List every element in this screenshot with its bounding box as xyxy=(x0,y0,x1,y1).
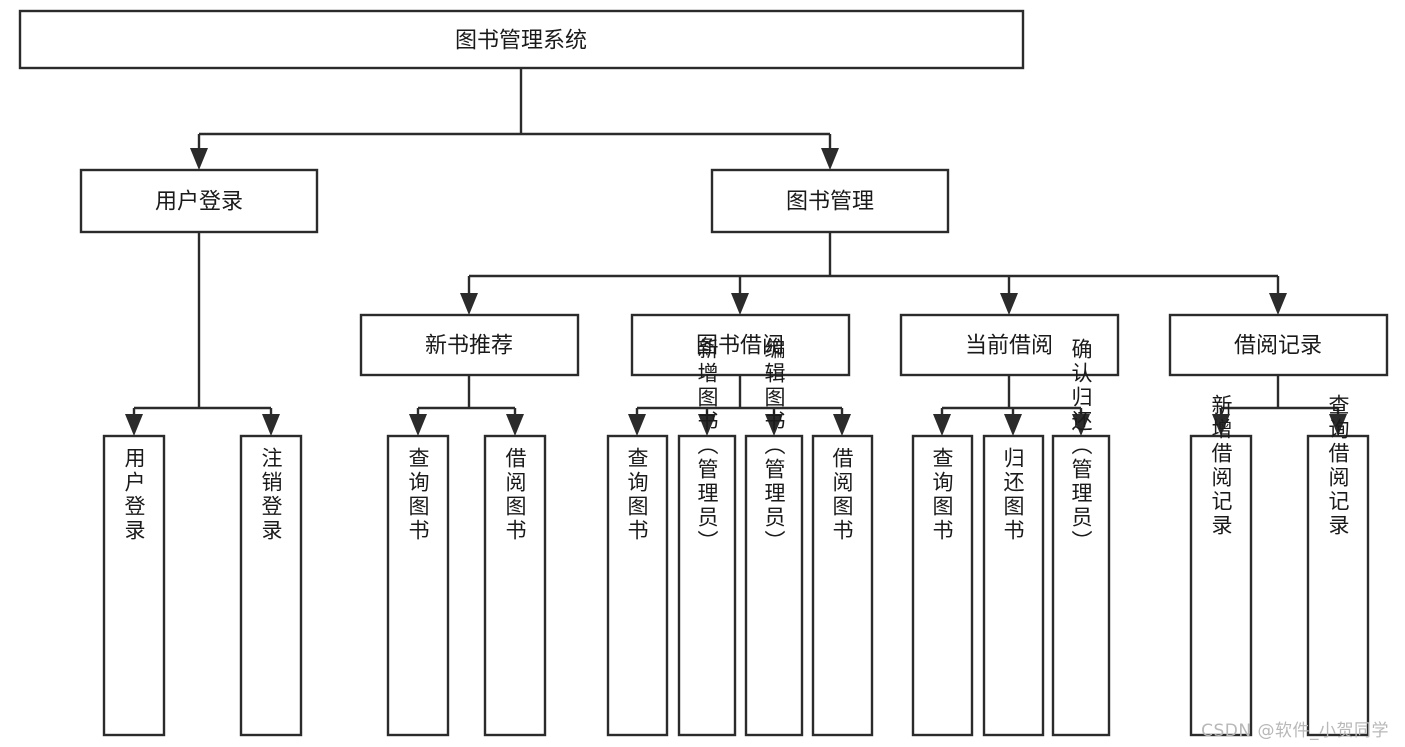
leaf-return-book-label: 归还图书 xyxy=(1001,447,1025,543)
node-book-management[interactable]: 图书管理 xyxy=(710,168,950,234)
edge-user-login-to-leaves xyxy=(132,232,273,421)
node-user-login-label: 用户登录 xyxy=(155,190,243,215)
leaf-user-login-box[interactable] xyxy=(102,434,166,737)
arrowhead-borrow-record xyxy=(1269,293,1287,315)
arrowhead-leaf-query-book-current xyxy=(933,414,951,436)
node-book-borrow-label: 图书借阅 xyxy=(696,334,784,359)
leaf-add-book-admin[interactable]: 新增图书（管理员） xyxy=(677,338,737,737)
leaf-add-book-admin-label: 新增图书（管理员） xyxy=(695,338,719,554)
node-root[interactable]: 图书管理系统 xyxy=(18,9,1025,70)
leaf-query-book-recommend-box[interactable] xyxy=(386,434,450,737)
arrowhead-leaf-edit-book-admin xyxy=(765,414,783,436)
connector-layer xyxy=(125,68,1347,436)
leaf-query-book-borrow-label: 查询图书 xyxy=(625,447,649,543)
arrowhead-leaf-user-login xyxy=(125,414,143,436)
node-new-book-recommend-label: 新书推荐 xyxy=(425,334,513,359)
node-root-label: 图书管理系统 xyxy=(455,29,587,54)
node-current-borrow[interactable]: 当前借阅 xyxy=(899,313,1120,377)
node-current-borrow-label: 当前借阅 xyxy=(965,334,1053,359)
leaf-query-book-current-label: 查询图书 xyxy=(930,447,954,543)
arrowhead-leaf-borrow-book xyxy=(833,414,851,436)
leaf-edit-book-admin-label: 编辑图书（管理员） xyxy=(762,338,786,554)
arrowhead-leaf-return-book xyxy=(1004,414,1022,436)
leaf-add-book-admin-box[interactable] xyxy=(677,434,737,737)
node-root-box[interactable] xyxy=(18,9,1025,70)
leaf-query-book-recommend-label: 查询图书 xyxy=(406,447,430,543)
leaf-add-borrow-record[interactable]: 新增借阅记录 xyxy=(1189,394,1253,737)
edge-borrow-record-to-leaves xyxy=(1219,375,1340,421)
arrowhead-leaf-add-book-admin xyxy=(698,414,716,436)
leaf-add-borrow-record-box[interactable] xyxy=(1189,434,1253,737)
leaf-borrow-book-recommend-label: 借阅图书 xyxy=(503,447,527,543)
arrowhead-leaf-borrow-book-recommend xyxy=(506,414,524,436)
edge-new-book-recommend-to-leaves xyxy=(416,375,517,421)
leaf-query-book-borrow[interactable]: 查询图书 xyxy=(606,434,669,737)
node-book-borrow-box[interactable] xyxy=(630,313,851,377)
node-user-login-box[interactable] xyxy=(79,168,319,234)
leaf-confirm-return-admin-label: 确认归还（管理员） xyxy=(1069,338,1093,554)
node-book-management-label: 图书管理 xyxy=(786,190,874,215)
node-user-login[interactable]: 用户登录 xyxy=(79,168,319,234)
edge-root-to-level2 xyxy=(197,68,832,155)
arrowhead-leaf-query-book-borrow xyxy=(628,414,646,436)
leaf-user-login[interactable]: 用户登录 xyxy=(102,434,166,737)
arrowhead-leaf-add-borrow-record xyxy=(1212,414,1230,436)
leaf-user-logout-box[interactable] xyxy=(239,434,303,737)
node-new-book-recommend[interactable]: 新书推荐 xyxy=(359,313,580,377)
leaf-edit-book-admin-box[interactable] xyxy=(744,434,804,737)
leaf-return-book[interactable]: 归还图书 xyxy=(982,434,1045,737)
leaf-borrow-book[interactable]: 借阅图书 xyxy=(811,434,874,737)
leaf-query-book-current[interactable]: 查询图书 xyxy=(911,434,974,737)
edge-book-management-to-level3 xyxy=(467,232,1280,300)
node-new-book-recommend-box[interactable] xyxy=(359,313,580,377)
leaf-user-login-label: 用户登录 xyxy=(122,447,146,543)
leaf-query-borrow-record-label: 查询借阅记录 xyxy=(1326,394,1350,538)
leaf-confirm-return-admin[interactable]: 确认归还（管理员） xyxy=(1051,338,1111,737)
leaf-edit-book-admin[interactable]: 编辑图书（管理员） xyxy=(744,338,804,737)
leaf-query-book-current-box[interactable] xyxy=(911,434,974,737)
node-borrow-record[interactable]: 借阅记录 xyxy=(1168,313,1389,377)
leaf-query-book-recommend[interactable]: 查询图书 xyxy=(386,434,450,737)
node-borrow-record-label: 借阅记录 xyxy=(1234,334,1322,359)
arrowhead-book-management xyxy=(821,148,839,170)
node-borrow-record-box[interactable] xyxy=(1168,313,1389,377)
leaf-borrow-book-box[interactable] xyxy=(811,434,874,737)
arrowhead-book-borrow xyxy=(731,293,749,315)
leaf-return-book-box[interactable] xyxy=(982,434,1045,737)
leaf-query-borrow-record[interactable]: 查询借阅记录 xyxy=(1306,394,1370,737)
arrowhead-leaf-confirm-return-admin xyxy=(1072,414,1090,436)
leaf-confirm-return-admin-box[interactable] xyxy=(1051,434,1111,737)
leaf-query-borrow-record-box[interactable] xyxy=(1306,434,1370,737)
leaf-user-logout[interactable]: 注销登录 xyxy=(239,434,303,737)
leaf-borrow-book-recommend-box[interactable] xyxy=(483,434,547,737)
arrowhead-leaf-user-logout xyxy=(262,414,280,436)
edge-book-borrow-to-leaves xyxy=(635,375,844,421)
leaf-borrow-book-label: 借阅图书 xyxy=(830,447,854,543)
arrowhead-leaf-query-book-recommend xyxy=(409,414,427,436)
leaf-borrow-book-recommend[interactable]: 借阅图书 xyxy=(483,434,547,737)
arrowhead-current-borrow xyxy=(1000,293,1018,315)
node-book-management-box[interactable] xyxy=(710,168,950,234)
arrowhead-user-login xyxy=(190,148,208,170)
leaf-add-borrow-record-label: 新增借阅记录 xyxy=(1209,394,1233,538)
node-book-borrow[interactable]: 图书借阅 xyxy=(630,313,851,377)
node-current-borrow-box[interactable] xyxy=(899,313,1120,377)
csdn-watermark: CSDN @软件_小贺同学 xyxy=(1201,721,1389,741)
leaf-query-book-borrow-box[interactable] xyxy=(606,434,669,737)
leaf-user-logout-label: 注销登录 xyxy=(259,447,283,543)
arrowhead-new-book-recommend xyxy=(460,293,478,315)
arrowhead-leaf-query-borrow-record xyxy=(1329,414,1347,436)
